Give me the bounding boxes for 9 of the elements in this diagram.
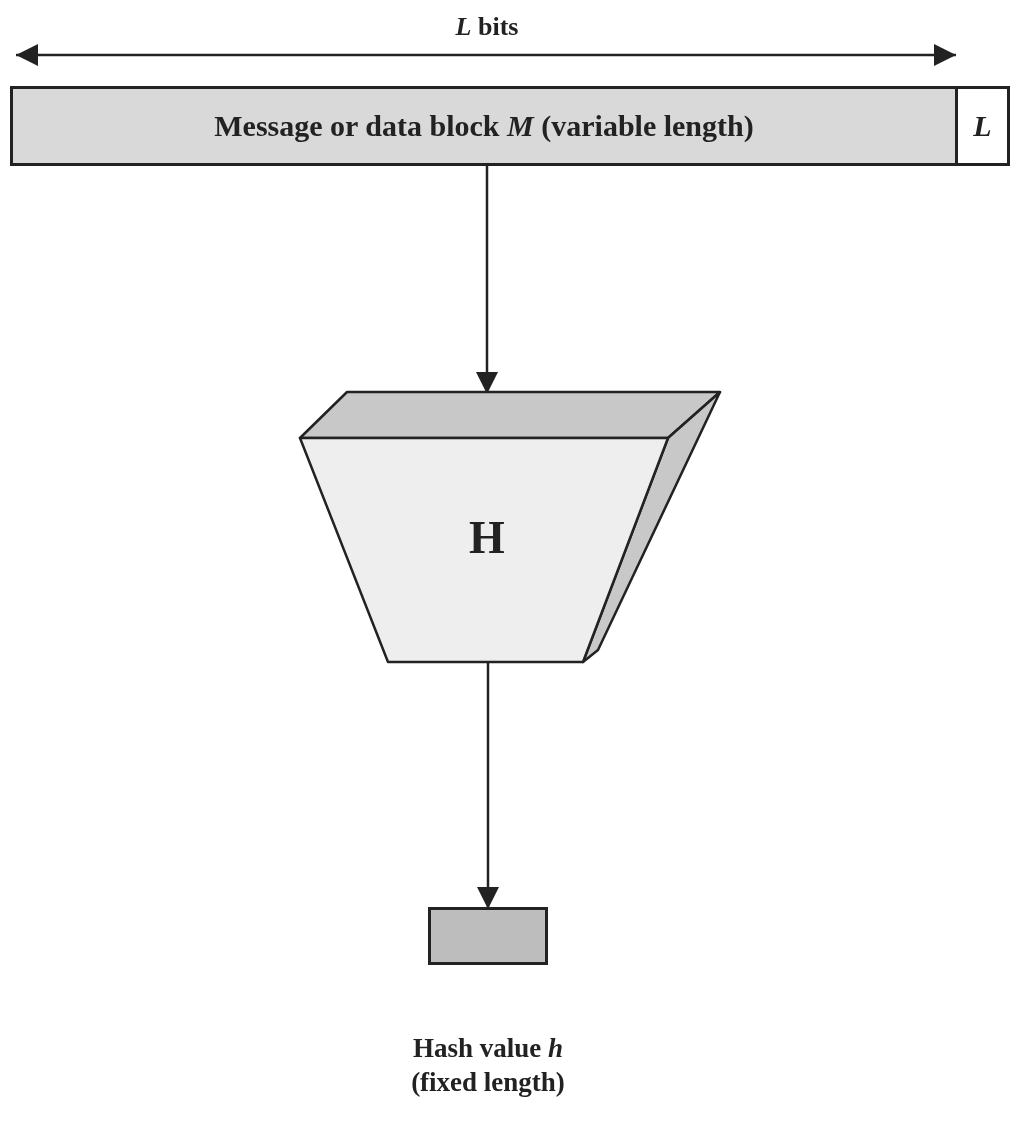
field-label: L: [973, 109, 992, 143]
data-field-box: [10, 86, 958, 166]
arrow: [477, 662, 499, 909]
dimension-label: L bits: [454, 12, 520, 42]
hash-value-label: Hash value h (fixed length): [410, 1032, 566, 1099]
function-label: H: [469, 510, 505, 564]
hash-value-box: [428, 907, 548, 965]
data-field-box: [958, 86, 1010, 166]
field-label: Message or data block M (variable length): [214, 109, 754, 143]
